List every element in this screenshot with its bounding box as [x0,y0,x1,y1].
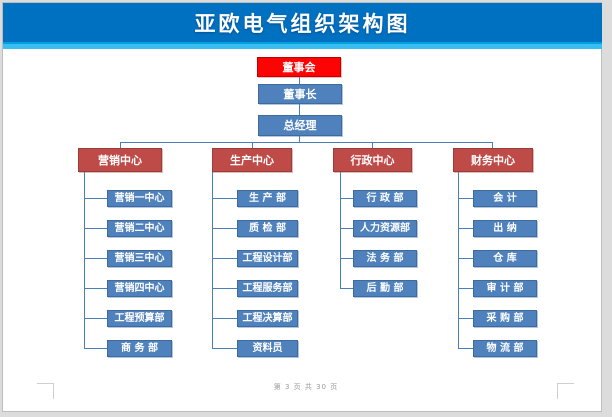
title-banner: 亚欧电气组织架构图 [3,3,602,42]
margin-crop-mark-left [37,383,54,384]
connector-line [212,172,213,348]
connector-line [299,136,300,142]
page-number-indicator: 第 3 页 共 30 页 [273,383,339,391]
connector-line [372,142,373,148]
connector-line [252,142,253,148]
connector-line [212,348,237,349]
connector-line [84,348,107,349]
org-node-dept: 工程决算部 [237,310,298,327]
org-node-dept: 人力资源部 [353,220,417,237]
org-node-dept: 会 计 [473,190,537,207]
org-node-production-center: 生产中心 [212,148,292,172]
org-node-dept: 行 政 部 [353,190,417,207]
org-node-dept: 工程预算部 [107,310,172,327]
org-node-dept: 质 检 部 [237,220,298,237]
connector-line [458,198,473,199]
banner-stripe-cyan [3,44,602,49]
connector-line [120,142,493,143]
connector-line [492,142,493,148]
connector-line [84,318,107,319]
org-node-dept: 物 流 部 [473,340,537,357]
connector-line [120,142,121,148]
org-node-general-manager: 总经理 [258,115,342,136]
connector-line [340,228,353,229]
connector-line [212,318,237,319]
connector-line [458,348,473,349]
page-title: 亚欧电气组织架构图 [194,11,411,36]
margin-crop-mark-left [53,383,54,399]
org-node-dept: 采 购 部 [473,310,537,327]
connector-line [458,318,473,319]
connector-line [84,288,107,289]
org-node-dept: 营销四中心 [107,280,172,297]
org-node-dept: 营销一中心 [107,190,172,207]
connector-line [212,198,237,199]
connector-line [299,77,300,84]
org-node-dept: 审 计 部 [473,280,537,297]
org-node-finance-center: 财务中心 [453,148,533,172]
connector-line [458,172,459,348]
connector-line [84,198,107,199]
connector-line [84,228,107,229]
org-node-dept: 后 勤 部 [353,280,417,297]
org-node-dept: 营销二中心 [107,220,172,237]
org-node-admin-center: 行政中心 [333,148,412,172]
org-node-dept: 工程设计部 [237,250,298,267]
org-node-board-of-directors: 董事会 [257,57,341,77]
connector-line [458,258,473,259]
banner-stripe-mid [3,42,602,44]
org-node-dept: 营销三中心 [107,250,172,267]
connector-line [84,258,107,259]
connector-line [340,198,353,199]
connector-line [340,288,353,289]
margin-crop-mark-right [557,383,558,399]
org-node-dept: 商 务 部 [107,340,172,357]
connector-line [458,288,473,289]
connector-line [299,104,300,115]
org-node-marketing-center: 营销中心 [78,148,162,172]
connector-line [340,258,353,259]
connector-line [84,172,85,348]
connector-line [212,228,237,229]
connector-line [340,172,341,288]
org-node-dept: 生 产 部 [237,190,298,207]
connector-line [212,258,237,259]
org-node-dept: 法 务 部 [353,250,417,267]
org-node-dept: 资料员 [237,340,298,357]
connector-line [212,288,237,289]
org-node-dept: 仓 库 [473,250,537,267]
org-node-dept: 出 纳 [473,220,537,237]
org-node-dept: 工程服务部 [237,280,298,297]
org-node-chairman: 董事长 [258,84,342,104]
margin-crop-mark-right [557,383,574,384]
connector-line [458,228,473,229]
